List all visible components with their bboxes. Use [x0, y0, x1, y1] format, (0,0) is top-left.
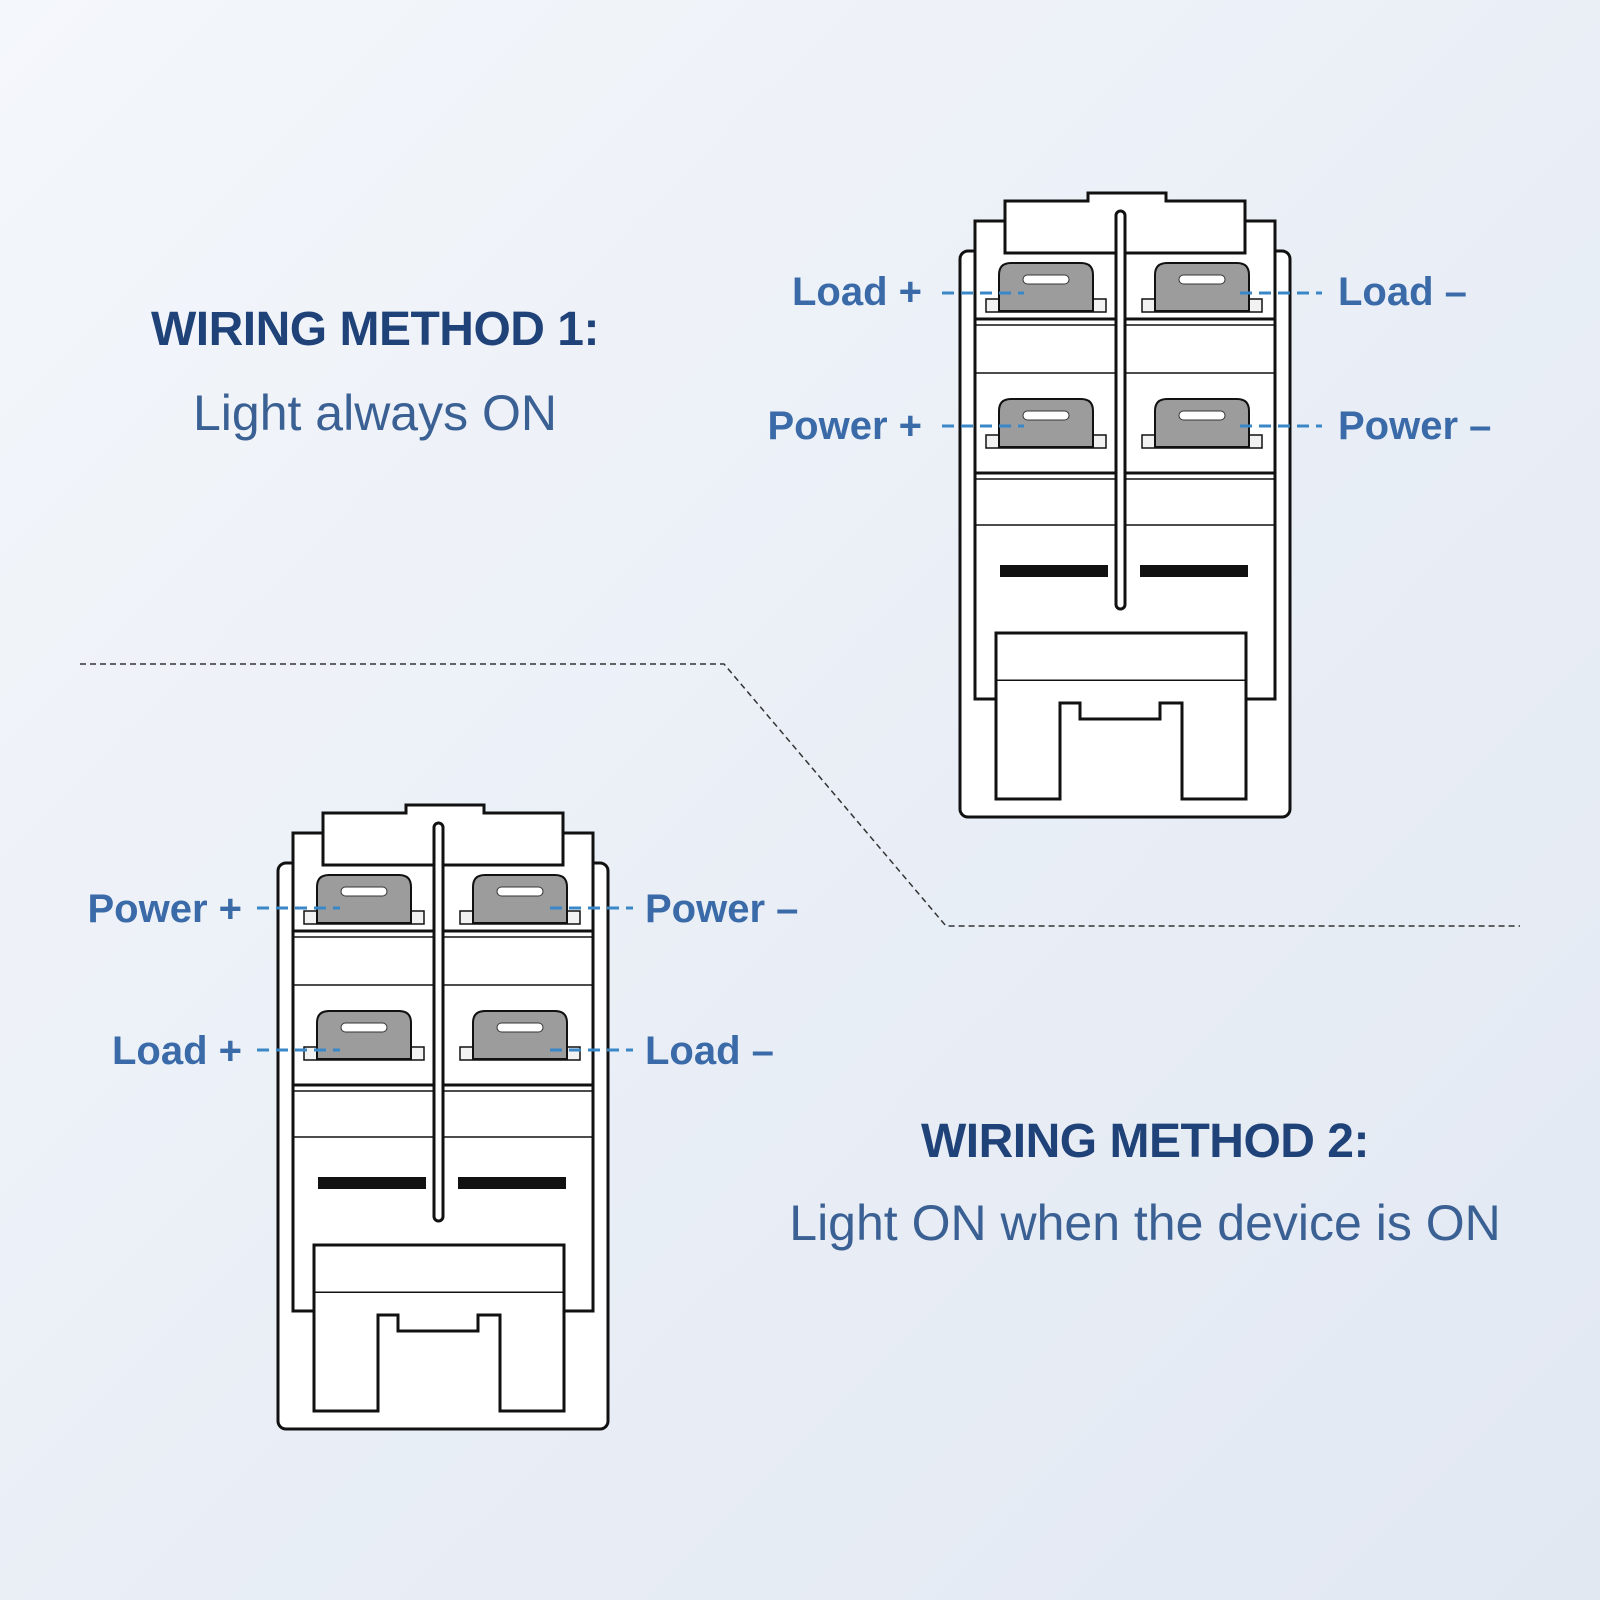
method1-title: WIRING METHOD 1: — [151, 303, 599, 356]
method2-label-power-minus: Power – — [645, 887, 799, 931]
method2-label-power-plus: Power + — [87, 887, 242, 931]
terminal-m2-top-left — [303, 874, 425, 925]
separator-line — [80, 663, 1520, 927]
switch-method2 — [276, 803, 610, 1431]
terminal-m2-bottom-left — [303, 1010, 425, 1061]
terminal-m1-bottom-left — [985, 398, 1107, 449]
terminal-m1-top-right — [1141, 262, 1263, 313]
terminal-m2-top-right — [459, 874, 581, 925]
method1-label-power-plus: Power + — [767, 404, 922, 448]
method2-label-load-plus: Load + — [111, 1029, 242, 1073]
terminal-m1-top-left — [985, 262, 1107, 313]
method2-label-load-minus: Load – — [645, 1029, 774, 1073]
method2-title: WIRING METHOD 2: — [921, 1115, 1369, 1168]
method1-label-load-plus: Load + — [791, 270, 922, 314]
method1-label-load-minus: Load – — [1338, 270, 1467, 314]
method2-subtitle: Light ON when the device is ON — [789, 1195, 1501, 1251]
terminal-m2-bottom-right — [459, 1010, 581, 1061]
method1-subtitle: Light always ON — [192, 385, 558, 441]
switch-method1 — [958, 191, 1292, 819]
method1-label-power-minus: Power – — [1338, 404, 1492, 448]
terminal-m1-bottom-right — [1141, 398, 1263, 449]
